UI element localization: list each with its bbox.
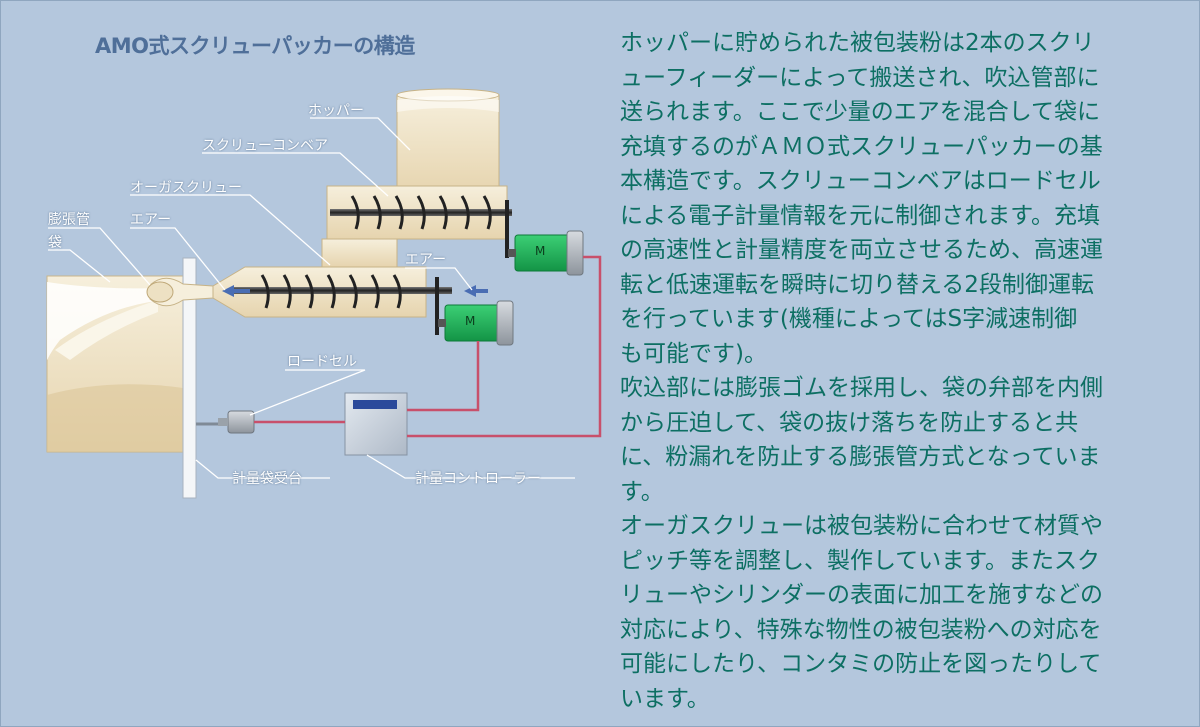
motor-lower-label: M xyxy=(465,314,476,328)
label-controller: 計量コントローラー xyxy=(415,471,541,487)
description-panel: ホッパーに貯められた被包装粉は2本のスクリ ューフィーダーによって搬送され、吹込… xyxy=(620,26,1180,716)
motor-upper-label: M xyxy=(535,244,546,258)
hopper xyxy=(396,88,500,196)
controller-graphic xyxy=(344,392,408,456)
description-paragraph-3: オーガスクリューは被包装粉に合わせて材質や ピッチ等を調整し、製作しています。ま… xyxy=(620,513,1103,712)
load-cell-graphic xyxy=(218,410,255,434)
support-plate xyxy=(182,257,197,499)
label-air-left: エアー xyxy=(130,212,172,228)
label-air-right: エアー xyxy=(405,252,447,268)
label-bag: 袋 xyxy=(48,235,62,251)
leader-lines xyxy=(48,117,575,479)
expansion-tube xyxy=(146,277,214,307)
label-expansion-tube: 膨張管 xyxy=(48,212,90,228)
motor-upper-graphic xyxy=(508,230,584,276)
label-bag-stand: 計量袋受台 xyxy=(232,471,302,487)
diagram-title: AMO式スクリューパッカーの構造 xyxy=(95,34,415,58)
motor-lower-graphic xyxy=(438,300,514,346)
chute xyxy=(321,238,398,268)
signal-wires xyxy=(254,255,602,438)
description-paragraph-1: ホッパーに貯められた被包装粉は2本のスクリ ューフィーダーによって搬送され、吹込… xyxy=(620,30,1103,367)
label-hopper: ホッパー xyxy=(308,103,364,119)
auger-screw xyxy=(212,266,452,335)
screw-conveyor xyxy=(326,185,512,258)
label-auger-screw: オーガスクリュー xyxy=(130,180,242,196)
description-paragraph-2: 吹込部には膨張ゴムを採用し、袋の弁部を内側 から圧迫して、袋の抜け落ちを防止する… xyxy=(620,375,1103,505)
label-load-cell: ロードセル xyxy=(287,354,357,370)
diagram-graphic xyxy=(46,88,602,499)
screw-packer-diagram: AMO式スクリューパッカーの構造 ホッパー スクリューコンベア オーガスクリュー… xyxy=(46,34,602,499)
label-screw-conveyor: スクリューコンベア xyxy=(202,138,328,154)
